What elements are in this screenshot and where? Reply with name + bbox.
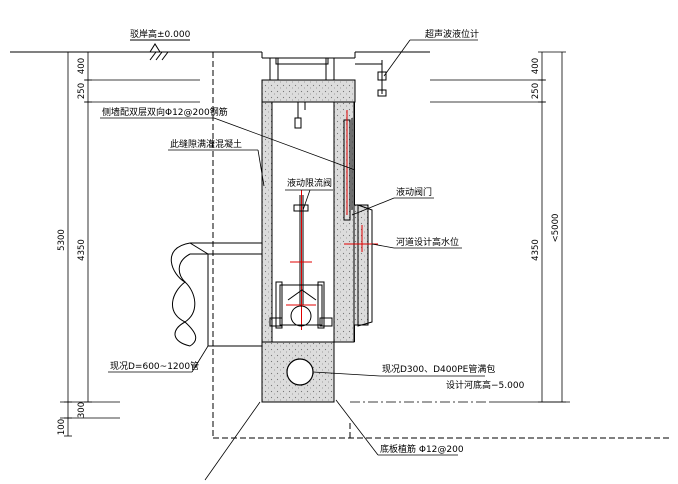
dim-left-400: 400 — [77, 58, 87, 74]
label-ultrasonic-gauge: 超声波液位计 — [425, 28, 479, 40]
dim-right-400: 400 — [531, 58, 541, 74]
existing-pipe — [170, 242, 262, 347]
dim-right-5000: <5000 — [551, 214, 561, 243]
leader-lines — [100, 39, 485, 481]
label-bottom-rebar: 底板植筋 Φ12@200 — [380, 443, 464, 455]
dim-left-100: 100 — [57, 419, 67, 435]
hydraulic-gate — [343, 110, 378, 327]
label-hydraulic-gate: 液动阀门 — [396, 186, 432, 198]
label-design-riverbed: 设计河底高−5.000 — [446, 379, 525, 391]
label-hydraulic-valve: 液动限流阀 — [287, 177, 332, 189]
ground-line — [10, 51, 430, 61]
right-dimension-chain — [538, 51, 566, 403]
dim-right-250: 250 — [531, 83, 541, 99]
ultrasonic-level-gauge — [355, 60, 387, 97]
inner-sensor — [294, 102, 306, 129]
label-existing-pipe: 现况D=600~1200管 — [110, 360, 199, 372]
elevation-marker — [130, 39, 190, 53]
label-bank-elevation: 驳岸高±0.000 — [130, 28, 191, 40]
label-pe-pipe: 现况D300、D400PE管满包 — [382, 363, 495, 375]
dim-right-4350: 4350 — [531, 239, 541, 261]
dim-left-250: 250 — [77, 83, 87, 99]
dim-left-300: 300 — [77, 402, 87, 418]
label-side-wall-rebar: 侧墙配双层双向Φ12@200钢筋 — [102, 106, 228, 118]
left-dimension-chain — [64, 51, 92, 437]
pe-pipe-section — [286, 358, 314, 386]
dim-left-5300: 5300 — [57, 229, 67, 251]
chamber-structure — [261, 57, 356, 403]
excavation-outline — [212, 52, 670, 439]
label-design-high-water: 河道设计高水位 — [396, 236, 459, 248]
dim-left-4350: 4350 — [77, 239, 87, 261]
label-concrete-fill: 此缝隙满灌混凝土 — [170, 138, 242, 150]
hydraulic-limiting-valve — [269, 190, 333, 330]
